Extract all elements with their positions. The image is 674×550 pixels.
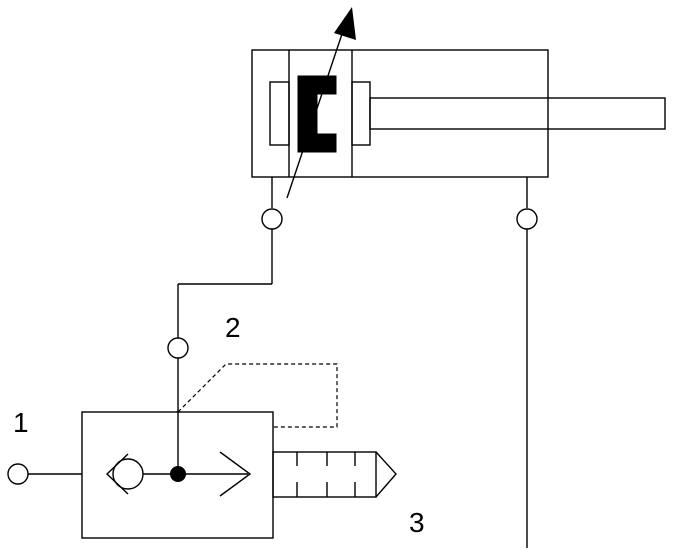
piston-bracket [297,75,337,153]
label-port-2: 2 [225,312,241,343]
label-port-1: 1 [13,407,29,438]
cushion-left [269,81,290,146]
cylinder-port-right [516,177,538,548]
silencer-body [272,451,377,498]
quick-exhaust-valve [81,411,274,539]
adjustment-arrow-shaft [286,33,343,199]
cylinder-port-left [261,177,283,284]
silencer-tip [375,451,397,498]
adjustment-arrow-head [334,7,356,40]
pilot-line [177,363,338,428]
cylinder-barrel [251,49,549,178]
supply-line-port-2 [167,283,272,474]
port-circle [261,208,283,230]
cushion-right [351,81,371,146]
label-port-3: 3 [409,507,425,538]
exhaust-seat-chevron [219,451,252,497]
port-2-circle [167,337,189,359]
junction-dot [170,466,186,482]
piston-rod [369,97,666,130]
cylinder [251,7,666,199]
silencer [272,451,397,498]
check-valve-seat [105,453,129,495]
port-circle [516,208,538,230]
input-port-1 [7,463,82,485]
port-1-circle [7,463,29,485]
